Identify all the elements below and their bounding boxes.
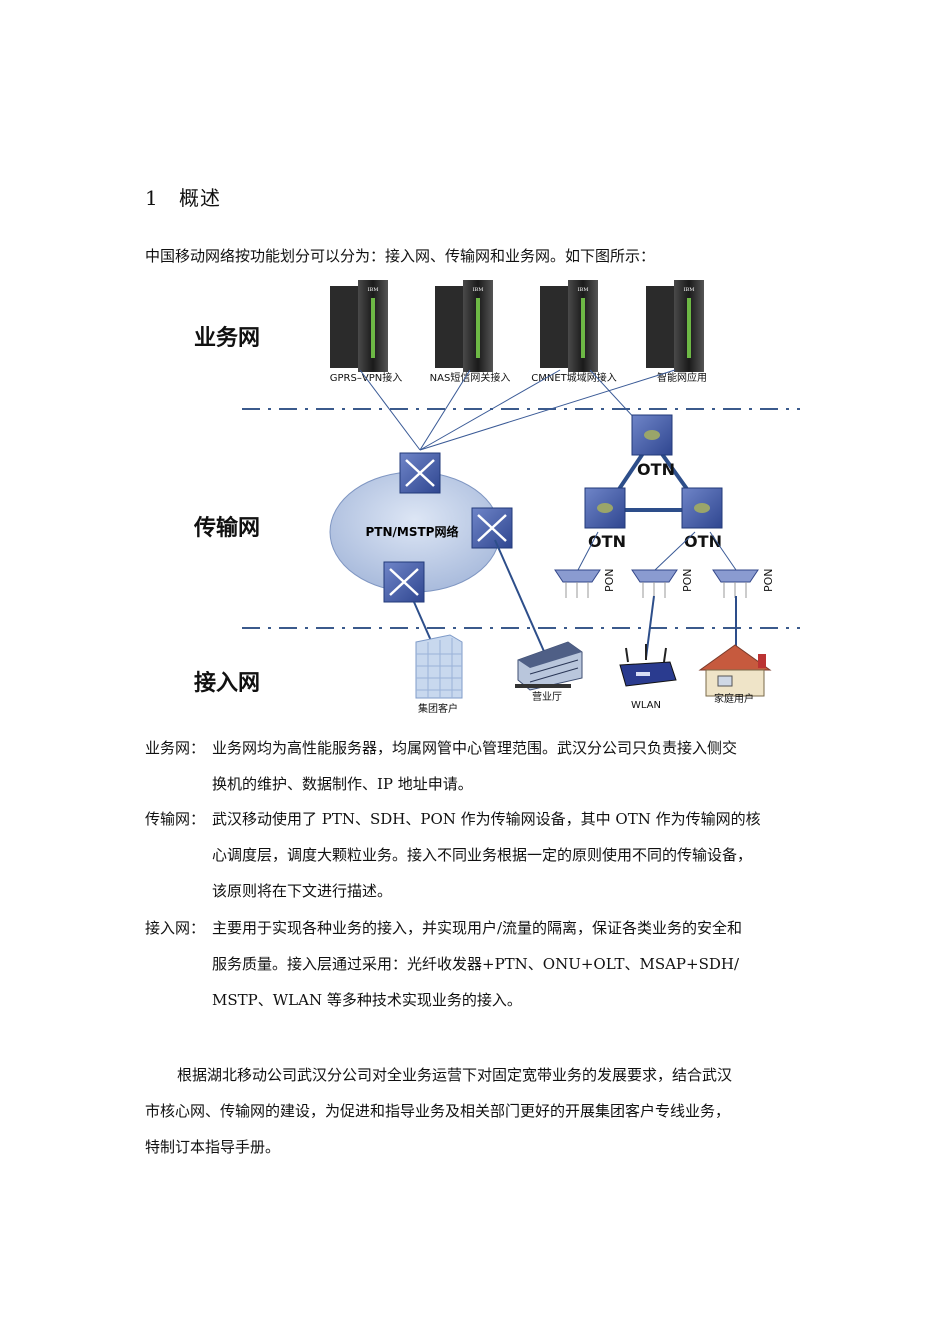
access-label-hall: 营业厅 (532, 690, 562, 703)
definition-service: 业务网： 业务网均为高性能服务器，均属网管中心管理范围。武汉分公司只负责接入侧交… (145, 730, 825, 802)
pon-splitter-icon (712, 569, 759, 598)
definition-line: 该原则将在下文进行描述。 (212, 882, 393, 900)
otn-node-icon (681, 487, 723, 529)
otn-label: OTN (684, 532, 722, 551)
server-tag: IBM (578, 287, 589, 293)
home-user-icon (698, 644, 772, 697)
ptn-network-label: PTN/MSTP网络 (366, 524, 459, 539)
otn-node-icon (584, 487, 626, 529)
otn-label: OTN (588, 532, 626, 551)
network-diagram: 业务网 传输网 接入网 IBM IBM IBM IBM GPRS–VPN接入 N… (193, 280, 800, 715)
switch-icon (383, 561, 425, 603)
definition-transport: 传输网： 武汉移动使用了 PTN、SDH、PON 作为传输网设备，其中 OTN … (145, 801, 825, 909)
business-hall-icon (515, 641, 583, 691)
section-number: 1 (145, 186, 159, 210)
server-label-cmnet: CMNET城域网接入 (531, 371, 617, 384)
definition-access: 接入网： 主要用于实现各种业务的接入，并实现用户/流量的隔离，保证各类业务的安全… (145, 910, 825, 1018)
pon-links (577, 531, 737, 571)
definition-line: 换机的维护、数据制作、IP 地址申请。 (212, 775, 473, 793)
closing-line: 市核心网、传输网的建设，为促进和指导业务及相关部门更好的开展集团客户专线业务， (145, 1102, 731, 1120)
server-icon: IBM (330, 280, 388, 372)
definition-term: 传输网： (145, 810, 206, 828)
closing-line: 根据湖北移动公司武汉分公司对全业务运营下对固定宽带业务的发展要求，结合武汉 (177, 1066, 733, 1084)
wlan-router-icon (619, 644, 677, 687)
server-icon: IBM (540, 280, 598, 372)
otn-node-icon (631, 414, 673, 456)
layer-label-transport: 传输网 (193, 515, 260, 541)
server-tag: IBM (684, 287, 695, 293)
access-label-home: 家庭用户 (714, 692, 754, 705)
pon-label: PON (681, 568, 694, 592)
access-label-wlan: WLAN (631, 700, 661, 711)
closing-line: 特制订本指导手册。 (145, 1138, 281, 1156)
definition-line: 武汉移动使用了 PTN、SDH、PON 作为传输网设备，其中 OTN 作为传输网… (212, 810, 761, 828)
server-icon: IBM (646, 280, 704, 372)
switch-icon (399, 452, 441, 494)
pon-splitter-icon (554, 569, 601, 598)
definition-term: 接入网： (145, 919, 206, 937)
definition-line: 服务质量。接入层通过采用：光纤收发器+PTN、ONU+OLT、MSAP+SDH/ (212, 955, 740, 973)
intro-text: 中国移动网络按功能划分可以分为：接入网、传输网和业务网。如下图所示： (145, 247, 656, 265)
pon-label: PON (762, 568, 775, 592)
definition-line: 心调度层，调度大颗粒业务。接入不同业务根据一定的原则使用不同的传输设备， (212, 846, 753, 864)
pon-label: PON (603, 568, 616, 592)
section-heading: 1 概述 (145, 182, 221, 211)
server-group: IBM IBM IBM IBM (330, 280, 704, 372)
server-label-nas: NAS短信网关接入 (430, 371, 511, 384)
pon-splitter-icon (631, 569, 678, 598)
server-icon: IBM (435, 280, 493, 372)
definition-line: MSTP、WLAN 等多种技术实现业务的接入。 (212, 991, 522, 1009)
server-label-intelligent: 智能网应用 (657, 371, 707, 384)
switch-icon (471, 507, 513, 549)
enterprise-building-icon (415, 634, 463, 699)
server-tag: IBM (368, 287, 379, 293)
definition-line: 主要用于实现各种业务的接入，并实现用户/流量的隔离，保证各类业务的安全和 (212, 919, 743, 937)
definition-term: 业务网： (145, 739, 206, 757)
closing-paragraph: 根据湖北移动公司武汉分公司对全业务运营下对固定宽带业务的发展要求，结合武汉 市核… (145, 1057, 813, 1165)
section-title: 概述 (179, 186, 221, 210)
layer-label-access: 接入网 (194, 671, 260, 696)
definition-line: 业务网均为高性能服务器，均属网管中心管理范围。武汉分公司只负责接入侧交 (212, 739, 738, 757)
access-label-enterprise: 集团客户 (418, 702, 458, 715)
otn-label: OTN (637, 460, 675, 479)
server-tag: IBM (473, 287, 484, 293)
layer-label-service: 业务网 (194, 326, 260, 351)
